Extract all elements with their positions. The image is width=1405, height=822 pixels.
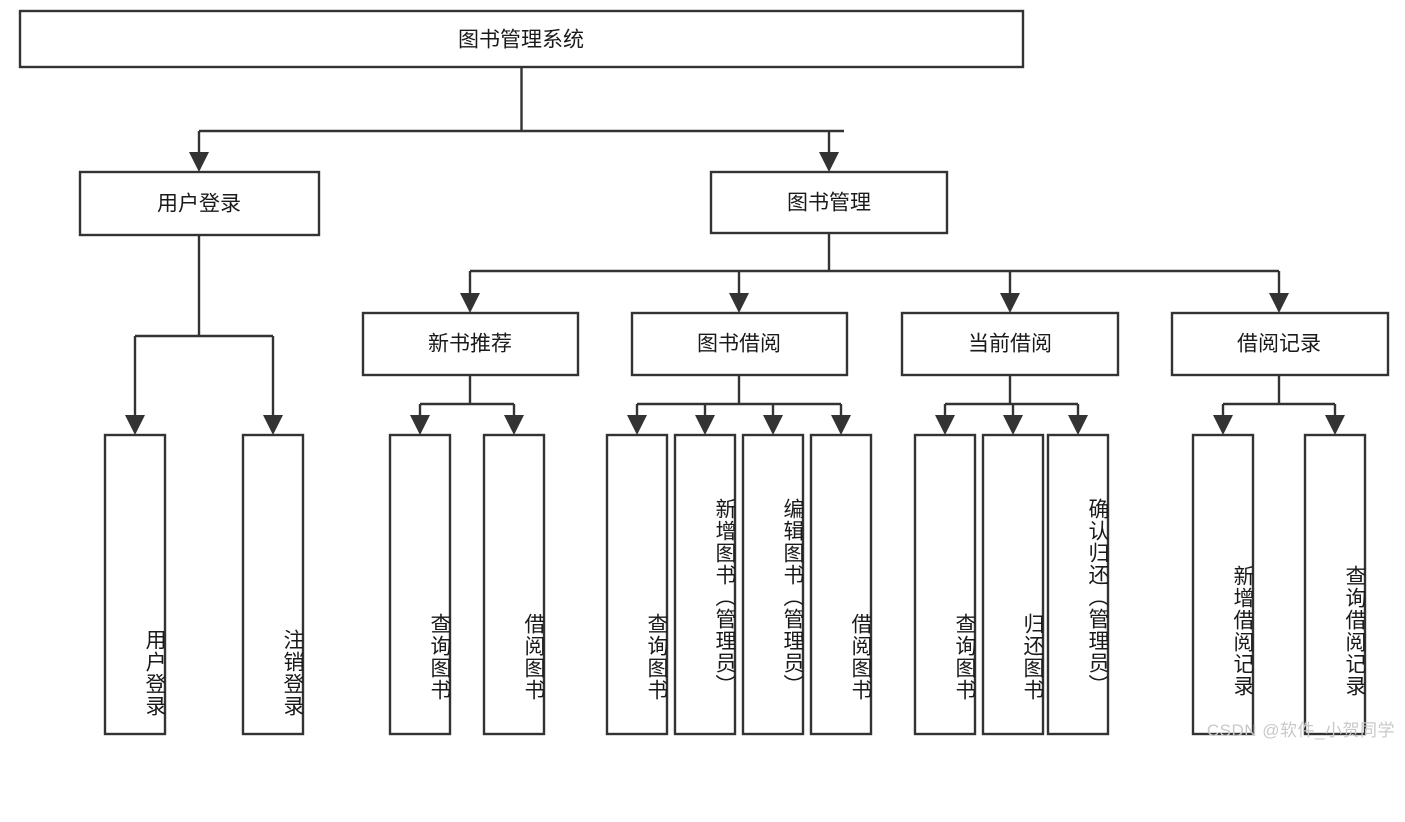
arrowhead-new-book (460, 293, 480, 313)
arrowhead-bb-query-book (627, 415, 647, 435)
arrowhead-cb-return-book (1003, 415, 1023, 435)
arrowhead-user-login (189, 152, 209, 172)
arrowhead-cb-query-book (935, 415, 955, 435)
node-leaf-cb-query-book[interactable] (913, 433, 977, 736)
node-root[interactable] (18, 9, 1025, 69)
node-leaf-bb-borrow-book[interactable] (809, 433, 873, 736)
arrowhead-bb-borrow-book (831, 415, 851, 435)
node-new-book-recommend[interactable] (361, 311, 580, 377)
tree-diagram-svg: 图书管理系统 用户登录 图书管理 新书推荐 图书借阅 当前借阅 借阅记录 (18, 9, 1390, 736)
node-book-borrow[interactable] (630, 311, 849, 377)
arrowhead-nb-query-book (410, 415, 430, 435)
csdn-watermark: CSDN @软件_小贺同学 (1206, 721, 1395, 740)
node-user-login-label: 用户登录 (157, 193, 241, 216)
arrowhead-cb-confirm-return (1068, 415, 1088, 435)
node-new-book-recommend-label: 新书推荐 (428, 333, 512, 356)
node-leaf-nb-borrow-book[interactable] (482, 433, 546, 736)
arrowhead-leaf-user-login (125, 415, 145, 435)
node-leaf-cb-return-book[interactable] (981, 433, 1045, 736)
node-book-management-label: 图书管理 (787, 192, 871, 215)
node-leaf-bb-query-book[interactable] (605, 433, 669, 736)
arrowhead-br-query-record (1325, 415, 1345, 435)
node-user-login[interactable] (78, 170, 321, 237)
node-leaf-nb-query-book[interactable] (388, 433, 452, 736)
connector-layer (125, 67, 1345, 435)
node-current-borrow[interactable] (900, 311, 1120, 377)
node-book-management[interactable] (709, 170, 949, 235)
arrowhead-br-add-record (1213, 415, 1233, 435)
node-layer: 图书管理系统 用户登录 图书管理 新书推荐 图书借阅 当前借阅 借阅记录 (18, 9, 1390, 736)
arrowhead-borrow-record (1269, 293, 1289, 313)
diagram-canvas: 图书管理系统 用户登录 图书管理 新书推荐 图书借阅 当前借阅 借阅记录 (18, 9, 1395, 740)
node-leaf-bb-edit-book[interactable] (741, 433, 805, 736)
node-borrow-record-label: 借阅记录 (1237, 333, 1321, 356)
node-leaf-logout[interactable] (241, 433, 305, 736)
node-leaf-cb-confirm-return[interactable] (1046, 433, 1110, 736)
node-leaf-br-query-record[interactable] (1303, 433, 1367, 736)
arrowhead-nb-borrow-book (504, 415, 524, 435)
arrowhead-current-borrow (1000, 293, 1020, 313)
node-current-borrow-label: 当前借阅 (968, 333, 1052, 356)
arrowhead-book-management (819, 152, 839, 172)
node-leaf-bb-add-book[interactable] (673, 433, 737, 736)
arrowhead-leaf-logout (263, 415, 283, 435)
node-leaf-br-add-record[interactable] (1191, 433, 1255, 736)
node-book-borrow-label: 图书借阅 (697, 333, 781, 356)
node-borrow-record[interactable] (1170, 311, 1390, 377)
arrowhead-bb-edit-book (763, 415, 783, 435)
arrowhead-book-borrow (729, 293, 749, 313)
arrowhead-bb-add-book (695, 415, 715, 435)
node-root-label: 图书管理系统 (458, 29, 584, 52)
node-leaf-user-login[interactable] (103, 433, 167, 736)
